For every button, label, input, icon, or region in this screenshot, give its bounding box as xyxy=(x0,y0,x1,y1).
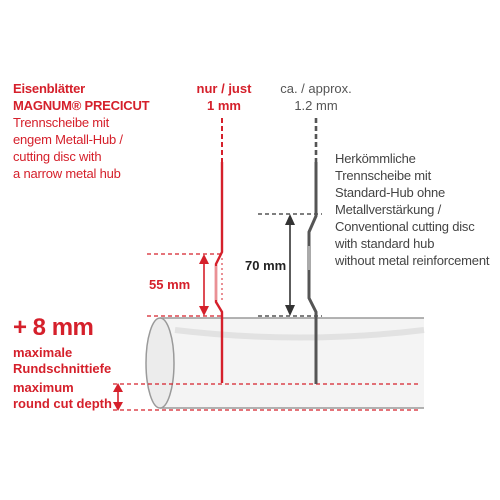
approx-value: 1.2 mm xyxy=(294,98,338,113)
conventional-description: Herkömmliche Trennscheibe mit Standard-H… xyxy=(335,150,489,269)
description-line: a narrow metal hub xyxy=(13,166,121,181)
depth-label-line: Rundschnittiefe xyxy=(13,361,112,376)
approx-label: ca. / approx. xyxy=(280,81,352,96)
description-line: without metal reinforcement xyxy=(335,253,490,268)
arrow-depth xyxy=(113,383,123,411)
brand-line: Eisenblätter xyxy=(13,81,86,96)
thin-disc-label-line: nur / just xyxy=(196,81,252,96)
depth-gain-label-de: maximale Rundschnittiefe xyxy=(13,345,111,377)
thin-disc-value: 1 mm xyxy=(207,98,241,113)
thin-disc-label: nur / just 1 mm xyxy=(193,80,255,114)
red-guide-lines xyxy=(113,253,420,411)
pipe-shading xyxy=(174,327,425,341)
depth-label-line: maximum xyxy=(13,380,74,395)
product-line: MAGNUM® PRECICUT xyxy=(13,98,150,113)
description-line: cutting disc with xyxy=(13,149,102,164)
description-line: Trennscheibe mit xyxy=(335,168,432,183)
depth-label-line: round cut depth xyxy=(13,396,112,411)
description-line: Standard-Hub ohne xyxy=(335,185,446,200)
description-line: Metallverstärkung / xyxy=(335,202,442,217)
description-line: Herkömmliche xyxy=(335,151,416,166)
depth-label-line: maximale xyxy=(13,345,73,360)
pipe-body xyxy=(160,318,424,408)
conventional-thickness-label: ca. / approx. 1.2 mm xyxy=(276,80,356,114)
conventional-disc xyxy=(307,118,318,384)
depth-gain-label-en: maximum round cut depth xyxy=(13,380,112,412)
depth-gain-value: + 8 mm xyxy=(13,314,94,341)
description-line: Trennscheibe mit xyxy=(13,115,110,130)
description-line: engem Metall-Hub / xyxy=(13,132,123,147)
description-line: with standard hub xyxy=(335,236,435,251)
arrow-70mm xyxy=(285,214,295,316)
pipe xyxy=(145,317,425,409)
arrow-55mm xyxy=(199,254,209,316)
hub-height-red-label: 55 mm xyxy=(149,277,191,292)
hub-height-gray-label: 70 mm xyxy=(245,258,287,273)
precicut-disc xyxy=(214,118,224,383)
precicut-description: Eisenblätter MAGNUM® PRECICUT Trennschei… xyxy=(13,80,150,182)
description-line: Conventional cutting disc xyxy=(335,219,475,234)
pipe-end xyxy=(145,317,175,409)
